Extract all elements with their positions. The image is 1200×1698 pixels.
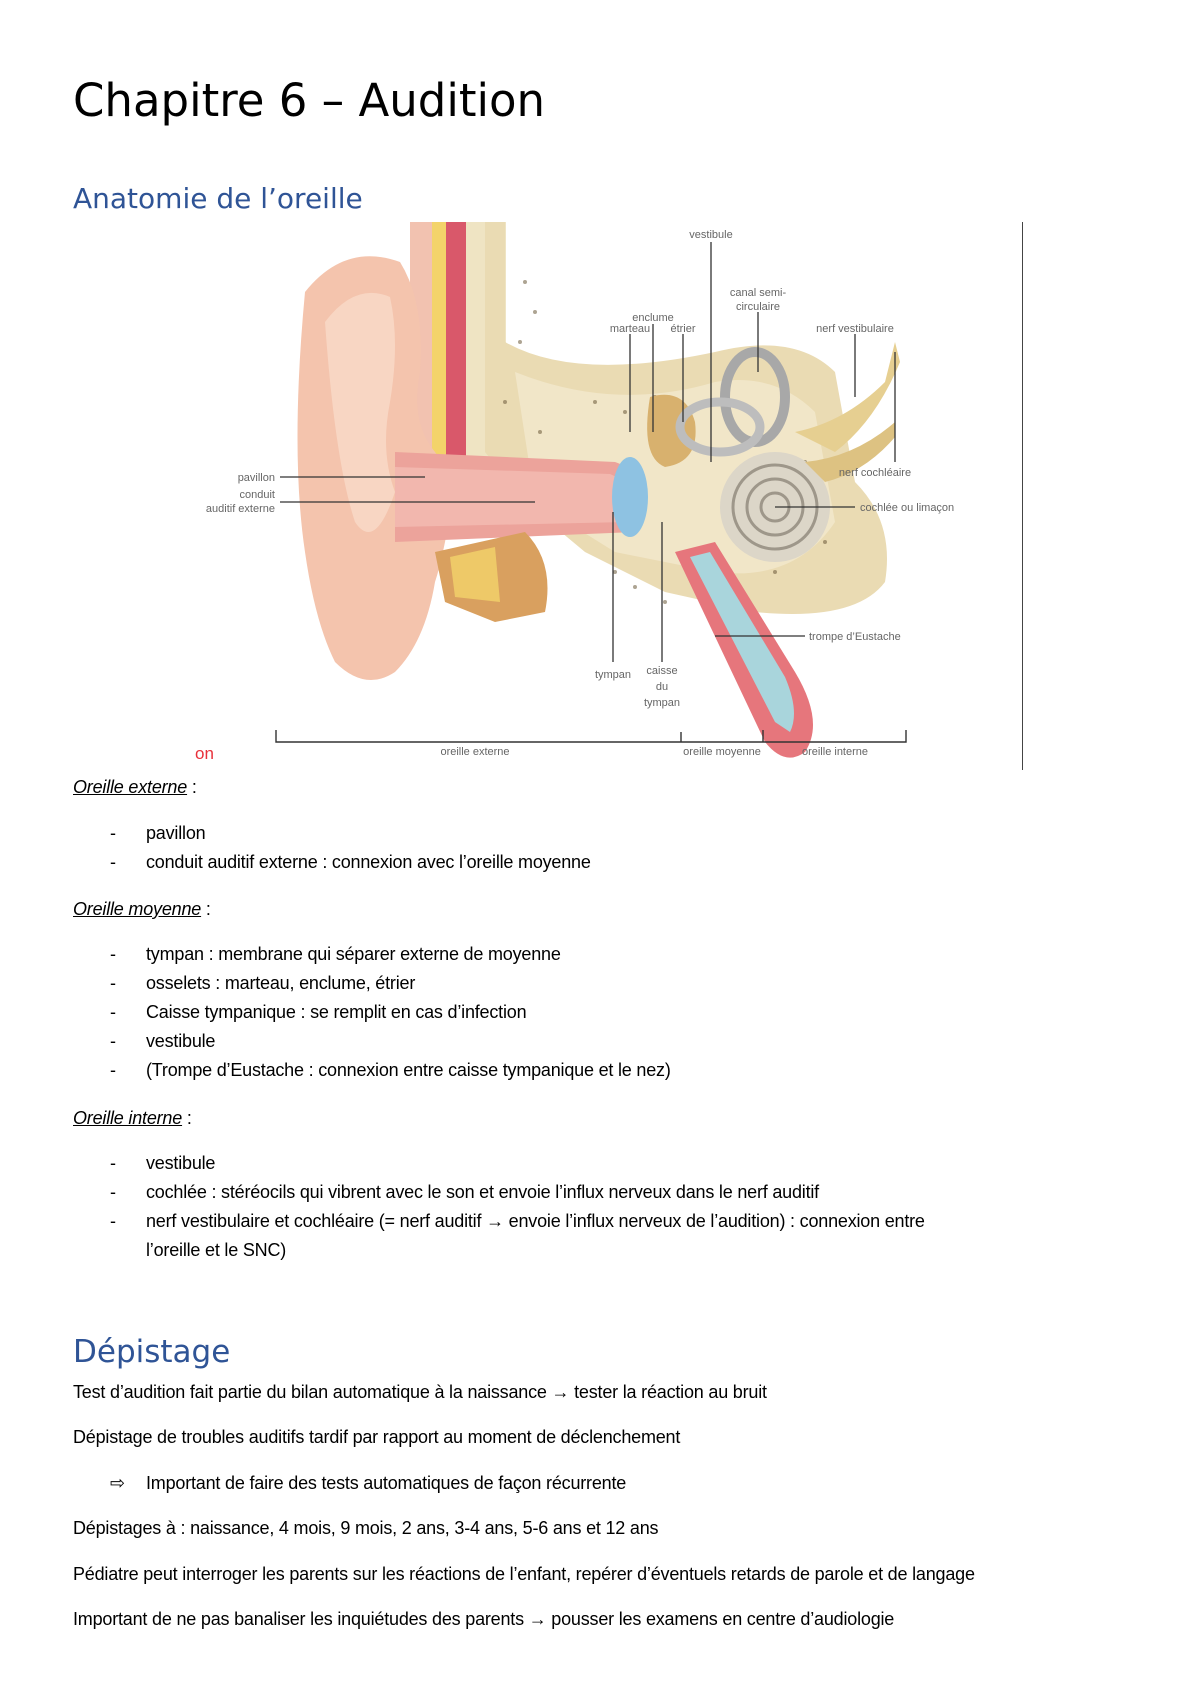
page-title: Chapitre 6 – Audition — [73, 74, 546, 127]
paragraph: Dépistages à : naissance, 4 mois, 9 mois… — [73, 1518, 659, 1538]
list-item: osselets : marteau, enclume, étrier — [146, 973, 416, 993]
label-canal-circulaire: circulaire — [736, 301, 780, 313]
label-oreille-externe: oreille externe — [440, 746, 509, 758]
list-item: vestibule — [146, 1031, 216, 1051]
paragraph: Pédiatre peut interroger les parents sur… — [73, 1564, 975, 1584]
bullet-dash: - — [110, 852, 116, 872]
list-item: tympan : membrane qui séparer externe de… — [146, 944, 561, 964]
figure-border-line — [1022, 222, 1023, 770]
label-oreille-moyenne: oreille moyenne — [683, 746, 761, 758]
label-auditif-externe: auditif externe — [206, 503, 275, 515]
label-caisse-tympan: tympan — [644, 697, 680, 709]
section-heading-depistage: Dépistage — [73, 1334, 231, 1370]
bullet-dash: - — [110, 973, 116, 993]
list-item: vestibule — [146, 1153, 216, 1173]
label-canal-semi: canal semi- — [730, 287, 787, 299]
section-heading-anatomy: Anatomie de l’oreille — [73, 182, 363, 215]
paragraph: Test d’audition fait partie du bilan aut… — [73, 1382, 767, 1402]
label-cochlee: cochlée ou limaçon — [860, 502, 954, 514]
label-cut-red-text: on — [195, 744, 214, 763]
bullet-dash: - — [110, 1211, 116, 1231]
list-item: (Trompe d’Eustache : connexion entre cai… — [146, 1060, 671, 1080]
subheading-oreille-externe: Oreille externe : — [73, 777, 197, 797]
subheading-oreille-interne: Oreille interne : — [73, 1108, 192, 1128]
bullet-dash: - — [110, 1182, 116, 1202]
label-etrier: étrier — [670, 323, 695, 335]
label-vestibule: vestibule — [689, 229, 732, 241]
label-pavillon: pavillon — [238, 472, 275, 484]
label-caisse: caisse — [646, 665, 677, 677]
label-conduit: conduit — [240, 489, 275, 501]
label-tympan: tympan — [595, 669, 631, 681]
label-trompe-eustache: trompe d’Eustache — [809, 631, 901, 643]
label-oreille-interne: oreille interne — [802, 746, 868, 758]
paragraph: Dépistage de troubles auditifs tardif pa… — [73, 1427, 681, 1447]
ear-anatomy-figure: vestibule canal semi- circulaire enclume… — [195, 222, 1025, 770]
list-item: Caisse tympanique : se remplit en cas d’… — [146, 1002, 527, 1022]
list-item: pavillon — [146, 823, 206, 843]
label-nerf-cochleaire: nerf cochléaire — [839, 467, 911, 479]
bullet-dash: - — [110, 944, 116, 964]
list-item: nerf vestibulaire et cochléaire (= nerf … — [146, 1211, 925, 1231]
list-item: conduit auditif externe : connexion avec… — [146, 852, 591, 872]
list-item-continuation: l’oreille et le SNC) — [146, 1240, 287, 1260]
label-caisse-du: du — [656, 681, 668, 693]
label-marteau: marteau — [610, 323, 650, 335]
arrow-list-item: Important de faire des tests automatique… — [146, 1473, 627, 1493]
arrow-bullet-icon: ⇨ — [110, 1473, 125, 1493]
bullet-dash: - — [110, 1153, 116, 1173]
bullet-dash: - — [110, 823, 116, 843]
list-item: cochlée : stéréocils qui vibrent avec le… — [146, 1182, 819, 1202]
label-enclume: enclume — [632, 312, 674, 324]
bullet-dash: - — [110, 1031, 116, 1051]
subheading-oreille-moyenne: Oreille moyenne : — [73, 899, 211, 919]
ear-anatomy-illustration: vestibule canal semi- circulaire enclume… — [195, 222, 954, 763]
paragraph: Important de ne pas banaliser les inquié… — [73, 1609, 895, 1629]
label-nerf-vestibulaire: nerf vestibulaire — [816, 323, 894, 335]
bullet-dash: - — [110, 1060, 116, 1080]
bullet-dash: - — [110, 1002, 116, 1022]
